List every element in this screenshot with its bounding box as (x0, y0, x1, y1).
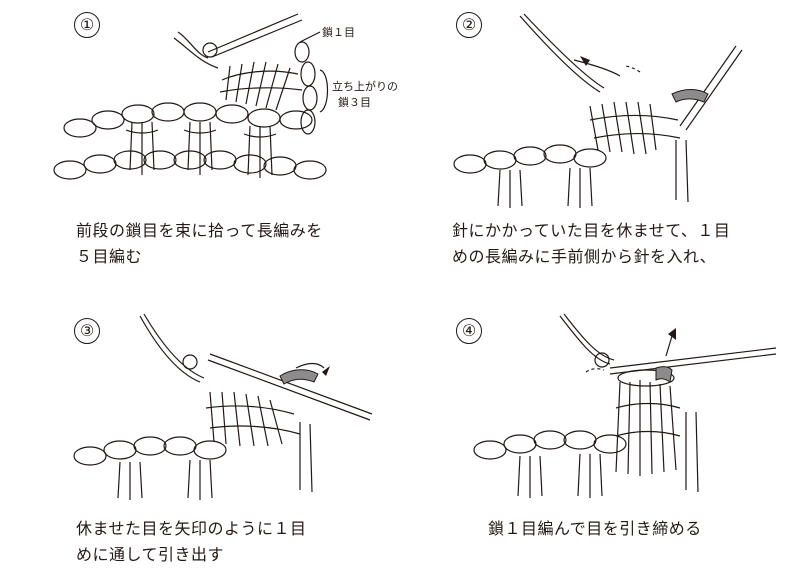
new-stitches (205, 391, 301, 447)
step-2-illustration (453, 13, 743, 208)
label-chain-1: 鎖１目 (322, 25, 355, 39)
chain-row-lower (453, 144, 607, 174)
step-4-illustration (473, 313, 777, 498)
chain-row-lower (473, 430, 627, 460)
step-1-illustration: 鎖１目 立ち上がりの 鎖３目 (53, 13, 398, 180)
step-number-2: ② (456, 12, 482, 38)
arrow-head-icon (322, 366, 330, 376)
new-stitches (219, 61, 303, 111)
chain-row-lower (53, 150, 327, 180)
chain-row-upper (63, 102, 313, 138)
highlighted-loop (671, 89, 709, 103)
stitch-cluster (497, 139, 689, 208)
stitch-cluster (125, 121, 277, 178)
step-1-caption: 前段の鎖目を束に拾って長編みを ５目編む (76, 221, 323, 266)
new-stitches (615, 369, 681, 476)
step-4-caption: 鎖１目編んで目を引き締める (488, 519, 702, 538)
arrow-head-icon (668, 328, 676, 340)
stitch-cluster (517, 411, 699, 498)
rising-chain-column (294, 41, 318, 135)
highlighted-loop (655, 366, 673, 383)
step-number-1: ① (74, 12, 100, 38)
step-number-3: ③ (74, 318, 100, 344)
step-2-caption: 針にかかっていた目を休ませて、１目 めの長編みに手前側から針を入れ、 (452, 221, 731, 266)
chain-row-lower (73, 436, 227, 466)
label-rising-line-1: 立ち上がりの (332, 79, 398, 93)
label-rising-line-2: 鎖３目 (338, 95, 371, 109)
new-stitches (589, 101, 681, 155)
arrow-head-icon (580, 56, 590, 66)
step-3-caption: 休ませた目を矢印のように１目 めに通して引き出す (76, 519, 307, 564)
highlighted-loop (279, 369, 319, 385)
stitch-cluster (117, 422, 313, 500)
step-3-illustration (73, 313, 373, 500)
step-number-4: ④ (456, 318, 482, 344)
